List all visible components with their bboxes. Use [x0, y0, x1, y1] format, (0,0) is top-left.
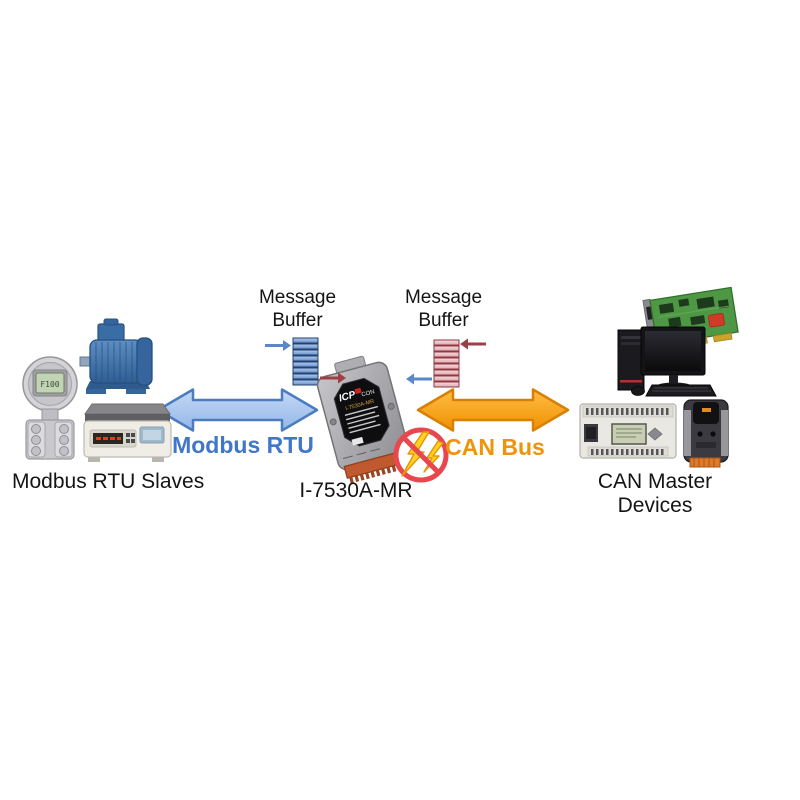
pressure-transmitter: F100: [22, 356, 78, 460]
message-buffer-right-line2: Buffer: [418, 310, 469, 331]
can-slave-module: [683, 399, 729, 468]
blue-left-arrow: [406, 373, 432, 385]
message-buffer-left-line2: Buffer: [272, 310, 323, 331]
converter-model-label: I-7530A-MR: [299, 479, 413, 502]
desktop-computer: [617, 326, 717, 397]
transmitter-lcd-value: F100: [40, 380, 59, 389]
blue-right-arrow: [265, 340, 291, 351]
converter-logo-bottom: CON: [361, 389, 375, 398]
converter-module: ICP CON I-7530A-MR: [316, 355, 409, 484]
can-group-label: CAN Master Devices: [597, 470, 713, 517]
can-bus-arrow: [416, 388, 570, 432]
can-message-buffer-stack: [433, 339, 460, 388]
message-buffer-right-line1: Message: [404, 287, 483, 308]
induction-motor: [79, 318, 153, 394]
modbus-bus-label: Modbus RTU: [172, 432, 314, 458]
converter-logo-top: ICP: [338, 389, 357, 404]
plc-controller: [579, 403, 677, 459]
modbus-bus-arrow: [156, 388, 319, 432]
no-surge-lightning-icon: [393, 427, 449, 483]
modbus-message-buffer-stack: [292, 337, 319, 386]
weighing-scale: [83, 403, 172, 462]
red-right-arrow: [320, 372, 346, 384]
message-buffer-left-label: Message Buffer: [240, 286, 355, 332]
modbus-group-label: Modbus RTU Slaves: [12, 470, 205, 493]
message-buffer-left-line1: Message: [258, 287, 337, 308]
red-left-arrow: [460, 338, 486, 350]
message-buffer-right-label: Message Buffer: [386, 286, 501, 332]
can-bus-label: CAN Bus: [445, 434, 545, 460]
